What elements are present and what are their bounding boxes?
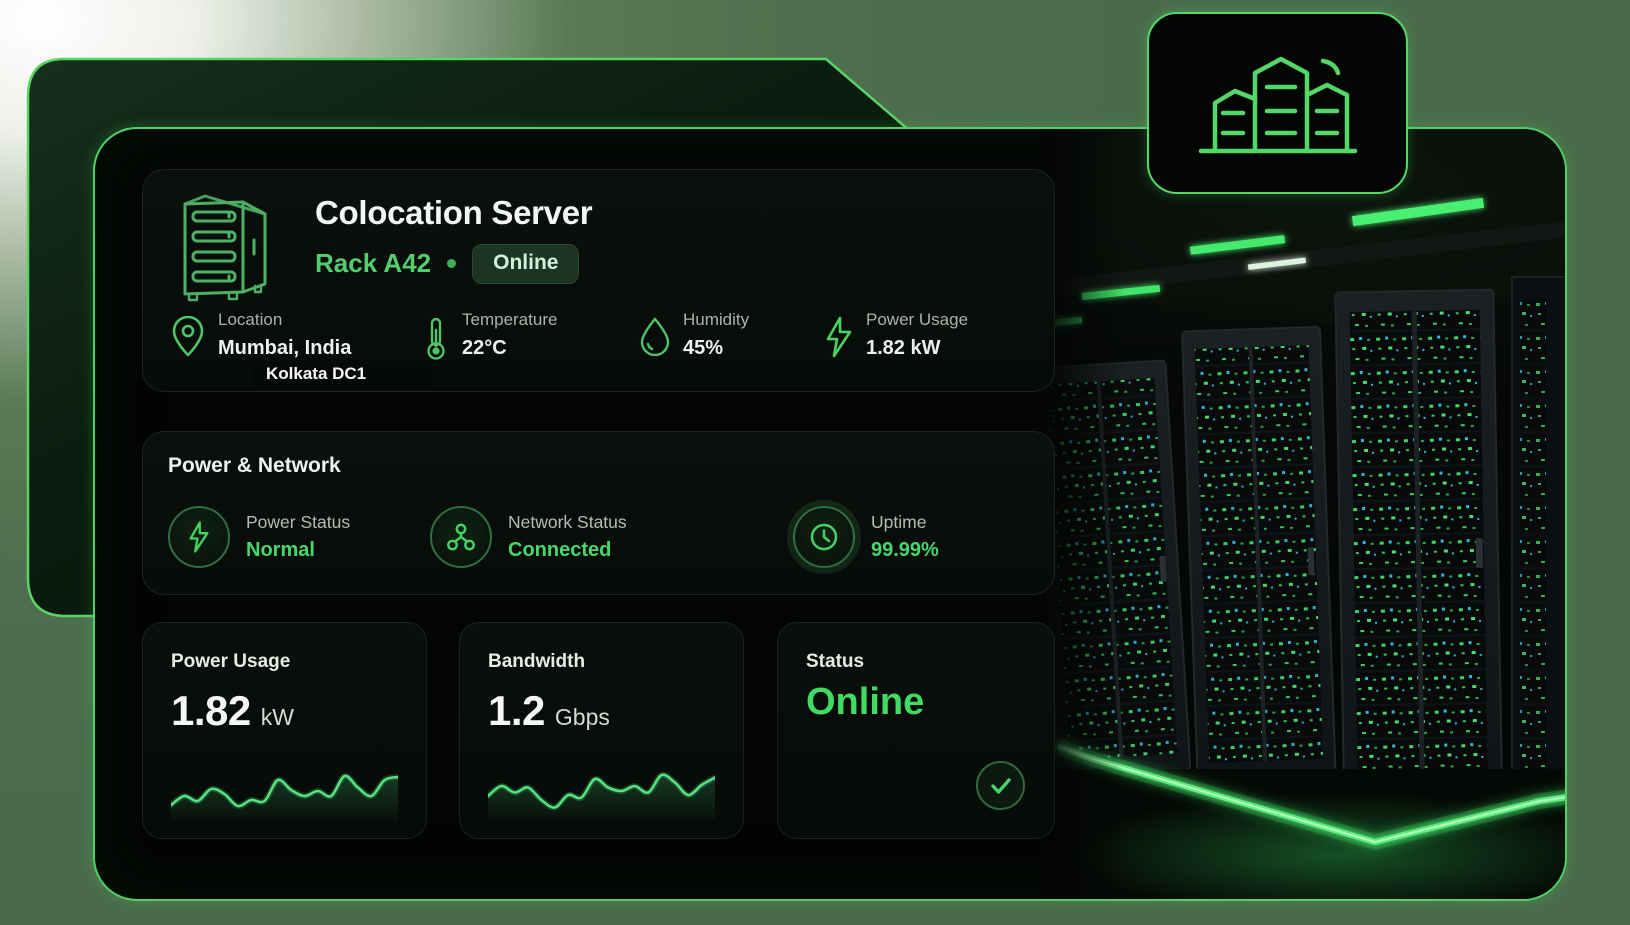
thermometer-icon: [423, 316, 449, 365]
buildings-icon: [1198, 56, 1357, 154]
rack-cabinets: [1040, 276, 1565, 804]
stat-value: Mumbai, India: [218, 337, 352, 359]
rack-cabinet: [1181, 325, 1337, 783]
power-network-panel: Power & Network Power Status Normal: [142, 431, 1055, 595]
check-circle-icon: [976, 761, 1025, 810]
status-value: Online: [806, 681, 925, 723]
metric-value: 1.82: [171, 687, 251, 734]
pn-value: Connected: [508, 539, 612, 561]
stat-power-usage: Power Usage 1.82 kW: [825, 310, 968, 363]
network-nodes-circle-icon: [430, 506, 492, 568]
status-badge: Online: [472, 243, 580, 284]
stat-value: 45%: [683, 337, 724, 359]
section-title: Power & Network: [168, 454, 341, 477]
lightning-bolt-circle-icon: [168, 506, 230, 568]
metric-value: 1.2: [488, 687, 545, 734]
stat-humidity: Humidity 45%: [640, 310, 749, 361]
metric-unit: Gbps: [554, 704, 610, 730]
metric-title: Status: [806, 651, 865, 672]
datacenter-buildings-card[interactable]: [1147, 12, 1408, 194]
separator-dot-icon: [447, 259, 457, 269]
pn-label: Network Status: [508, 512, 627, 532]
bandwidth-sparkline: [488, 771, 715, 821]
pn-value: 99.99%: [871, 539, 939, 561]
rack-cabinet-partial: [1511, 276, 1565, 798]
uptime-item: Uptime 99.99%: [793, 506, 939, 568]
stat-location: Location Mumbai, India: [171, 310, 351, 363]
pn-value: Normal: [246, 539, 315, 561]
pn-label: Uptime: [871, 512, 927, 532]
status-card[interactable]: Status Online: [777, 622, 1055, 839]
stat-temperature: Temperature 22°C: [423, 310, 557, 365]
stat-label: Power Usage: [866, 310, 969, 329]
water-drop-icon: [640, 316, 670, 361]
metric-unit: kW: [260, 704, 294, 730]
clock-circle-icon: [793, 506, 855, 568]
main-dashboard-card: Colocation Server Rack A42 Online Locati…: [93, 127, 1567, 901]
server-cabinet-icon: [177, 192, 273, 313]
bandwidth-card[interactable]: Bandwidth 1.2 Gbps: [459, 622, 744, 839]
rack-label: Rack A42: [315, 248, 432, 279]
rack-cabinet: [1334, 288, 1504, 804]
stat-label: Location: [218, 310, 283, 329]
metric-title: Power Usage: [171, 651, 291, 672]
metric-title: Bandwidth: [488, 651, 586, 672]
lightning-bolt-icon: [825, 316, 853, 363]
pn-label: Power Status: [246, 512, 351, 532]
power-status-item: Power Status Normal: [168, 506, 350, 568]
power-usage-card[interactable]: Power Usage 1.82 kW: [142, 622, 427, 839]
stat-label: Humidity: [683, 310, 750, 329]
server-room-photo: [1040, 129, 1565, 899]
location-pin-icon: [171, 315, 205, 363]
power-usage-sparkline: [171, 772, 398, 821]
location-overlay-patch: Kolkata DC1: [253, 362, 431, 389]
server-header-panel: Colocation Server Rack A42 Online Locati…: [142, 169, 1055, 392]
stat-label: Temperature: [462, 310, 558, 329]
network-status-item: Network Status Connected: [430, 506, 627, 568]
page-title: Colocation Server: [315, 194, 593, 231]
stat-value: 1.82 kW: [866, 337, 941, 359]
stat-value: 22°C: [462, 337, 507, 359]
